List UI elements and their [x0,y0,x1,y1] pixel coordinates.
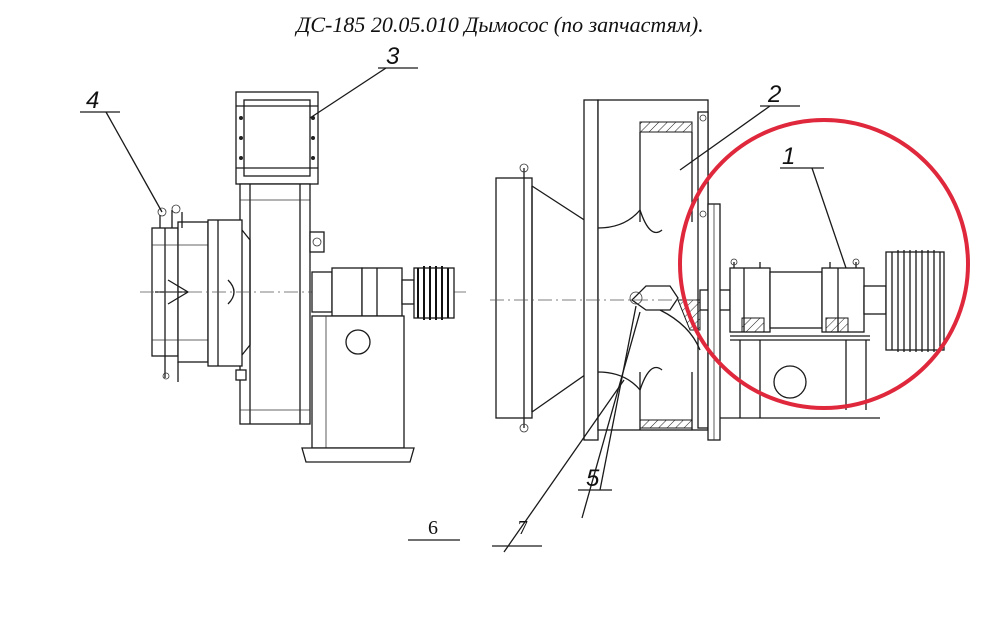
right-view [490,99,945,441]
callout-3: 3 [386,43,400,70]
callout-7: 7 [518,517,528,539]
fan-housing [239,183,325,425]
support-frame [720,340,880,419]
callout-2: 2 [767,81,781,108]
highlight-circle [678,118,970,410]
inlet-damper [151,204,243,382]
outlet-duct [235,91,319,185]
pedestal-left [301,315,415,463]
pulley-left [413,266,455,320]
bearing-housing-left [311,267,415,317]
page-title: ДС-185 20.05.010 Дымосос (по запчастям). [296,12,704,37]
callout-6: 6 [428,517,438,539]
callout-5: 5 [586,465,600,492]
callouts: 1 2 3 4 5 6 7 [80,43,847,553]
bearing-unit [729,258,870,341]
volute-section [597,99,709,431]
callout-1: 1 [782,143,795,170]
callout-4: 4 [86,87,99,114]
left-view [140,91,470,463]
pulley-right [863,250,945,352]
inlet-chamber [495,99,599,441]
